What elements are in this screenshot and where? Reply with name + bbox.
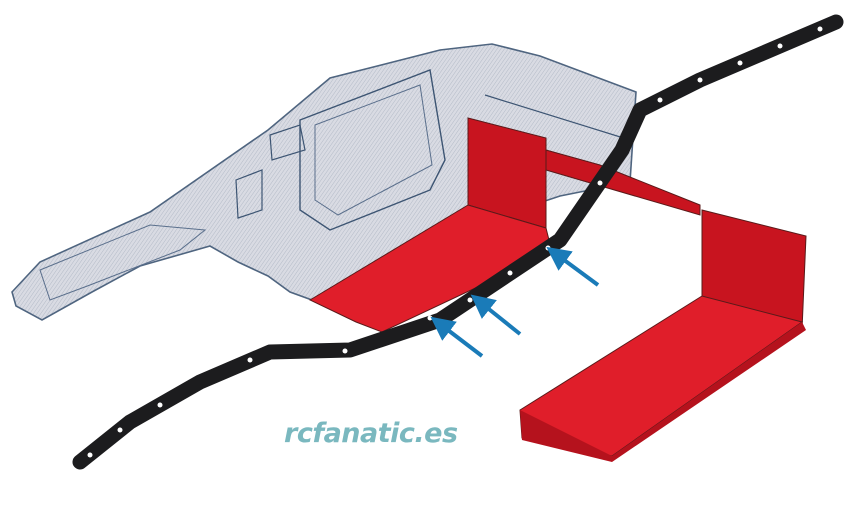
indicator-arrows [430, 246, 600, 358]
body-shell [11, 43, 637, 321]
left-battery-tray [308, 117, 701, 333]
arrow-icon [430, 316, 484, 358]
arrow-icon [546, 246, 600, 287]
right-battery-tray [519, 209, 807, 462]
watermark: rcfanatic.es [284, 418, 458, 449]
arrow-icon [470, 294, 522, 336]
